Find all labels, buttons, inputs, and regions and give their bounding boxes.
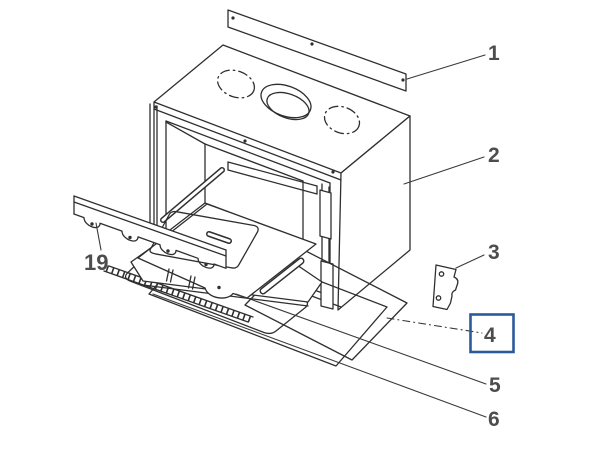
burner-hole-left (216, 69, 256, 99)
leader-part-2 (403, 156, 485, 185)
door-seal-band (103, 265, 254, 323)
part-label-5[interactable]: 5 (489, 374, 501, 397)
center-hole-inner (266, 91, 310, 121)
tray-panel (137, 203, 317, 299)
leader-part-1 (406, 54, 486, 80)
mounting-bracket (432, 264, 459, 311)
part-label-6[interactable]: 6 (488, 408, 500, 431)
door-stay-right (259, 257, 305, 295)
notched-rail (73, 195, 227, 269)
tray-slot (206, 231, 232, 244)
oven-body (149, 44, 411, 311)
leader-part-5 (235, 293, 487, 385)
part-label-3[interactable]: 3 (488, 241, 500, 264)
door-tray (137, 203, 317, 299)
oven-side-panel (337, 115, 411, 311)
hinge-plate-upper (319, 189, 332, 240)
part-labels: 1 2 3 4 5 6 19 (84, 42, 515, 431)
part-label-19[interactable]: 19 (84, 250, 108, 275)
part-label-1[interactable]: 1 (488, 42, 500, 65)
tray-recess (149, 210, 259, 269)
grill-shield (227, 161, 318, 195)
top-strip (227, 9, 407, 92)
leader-part-19 (95, 222, 102, 251)
leader-part-3 (455, 254, 485, 269)
leader-lines (95, 54, 487, 418)
burner-hole-right (323, 105, 361, 135)
leader-part-6 (152, 293, 487, 418)
leader-part-4 (386, 317, 483, 334)
center-hole-outer (260, 83, 312, 119)
part-4-highlight-box[interactable] (469, 313, 515, 354)
part-label-2[interactable]: 2 (488, 144, 500, 167)
part-label-4[interactable]: 4 (484, 324, 496, 347)
